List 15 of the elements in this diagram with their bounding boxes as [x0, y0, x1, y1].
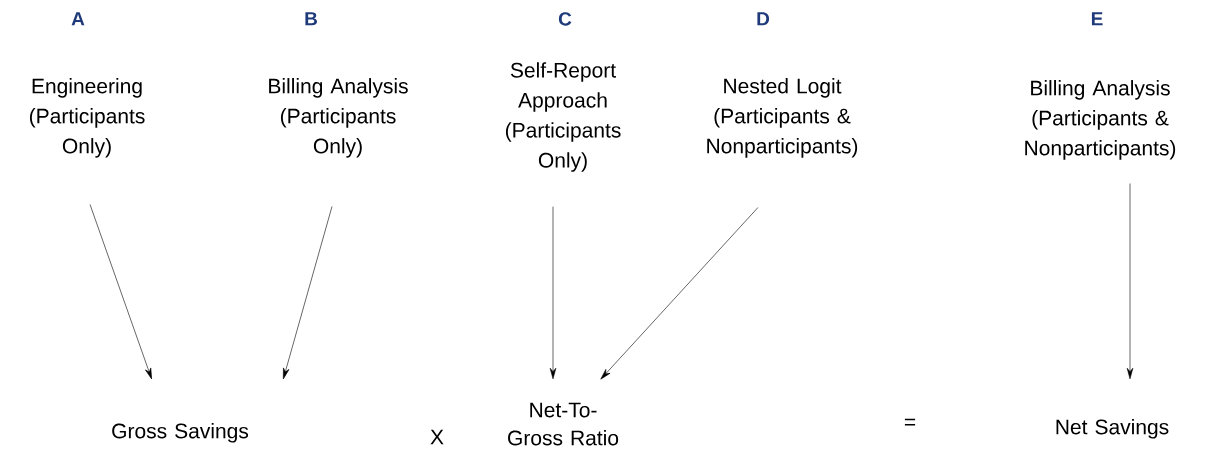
result-label: Gross Savings — [112, 423, 249, 443]
arrow — [549, 206, 557, 380]
arrow — [600, 207, 759, 380]
result-label: Net Savings — [1056, 419, 1169, 439]
arrow — [283, 206, 333, 380]
operator-sign: = — [904, 418, 916, 426]
method-label: E Billing Analysis (Participants & Nonparticipants) — [1025, 12, 1176, 160]
result-label: Net-To-Gross Ratio — [508, 402, 619, 446]
method-label: B Billing Analysis (Participants Only) — [269, 12, 408, 158]
method-label: C Self-Report Approach (Participants Only) — [505, 12, 621, 172]
method-label: D Nested Logit (Participants & Nonparticipants) — [707, 12, 858, 158]
operator-sign: X — [430, 429, 444, 445]
method-label: A Engineering (Participants Only) — [29, 12, 145, 158]
arrow — [1126, 183, 1134, 380]
arrow — [89, 204, 152, 380]
